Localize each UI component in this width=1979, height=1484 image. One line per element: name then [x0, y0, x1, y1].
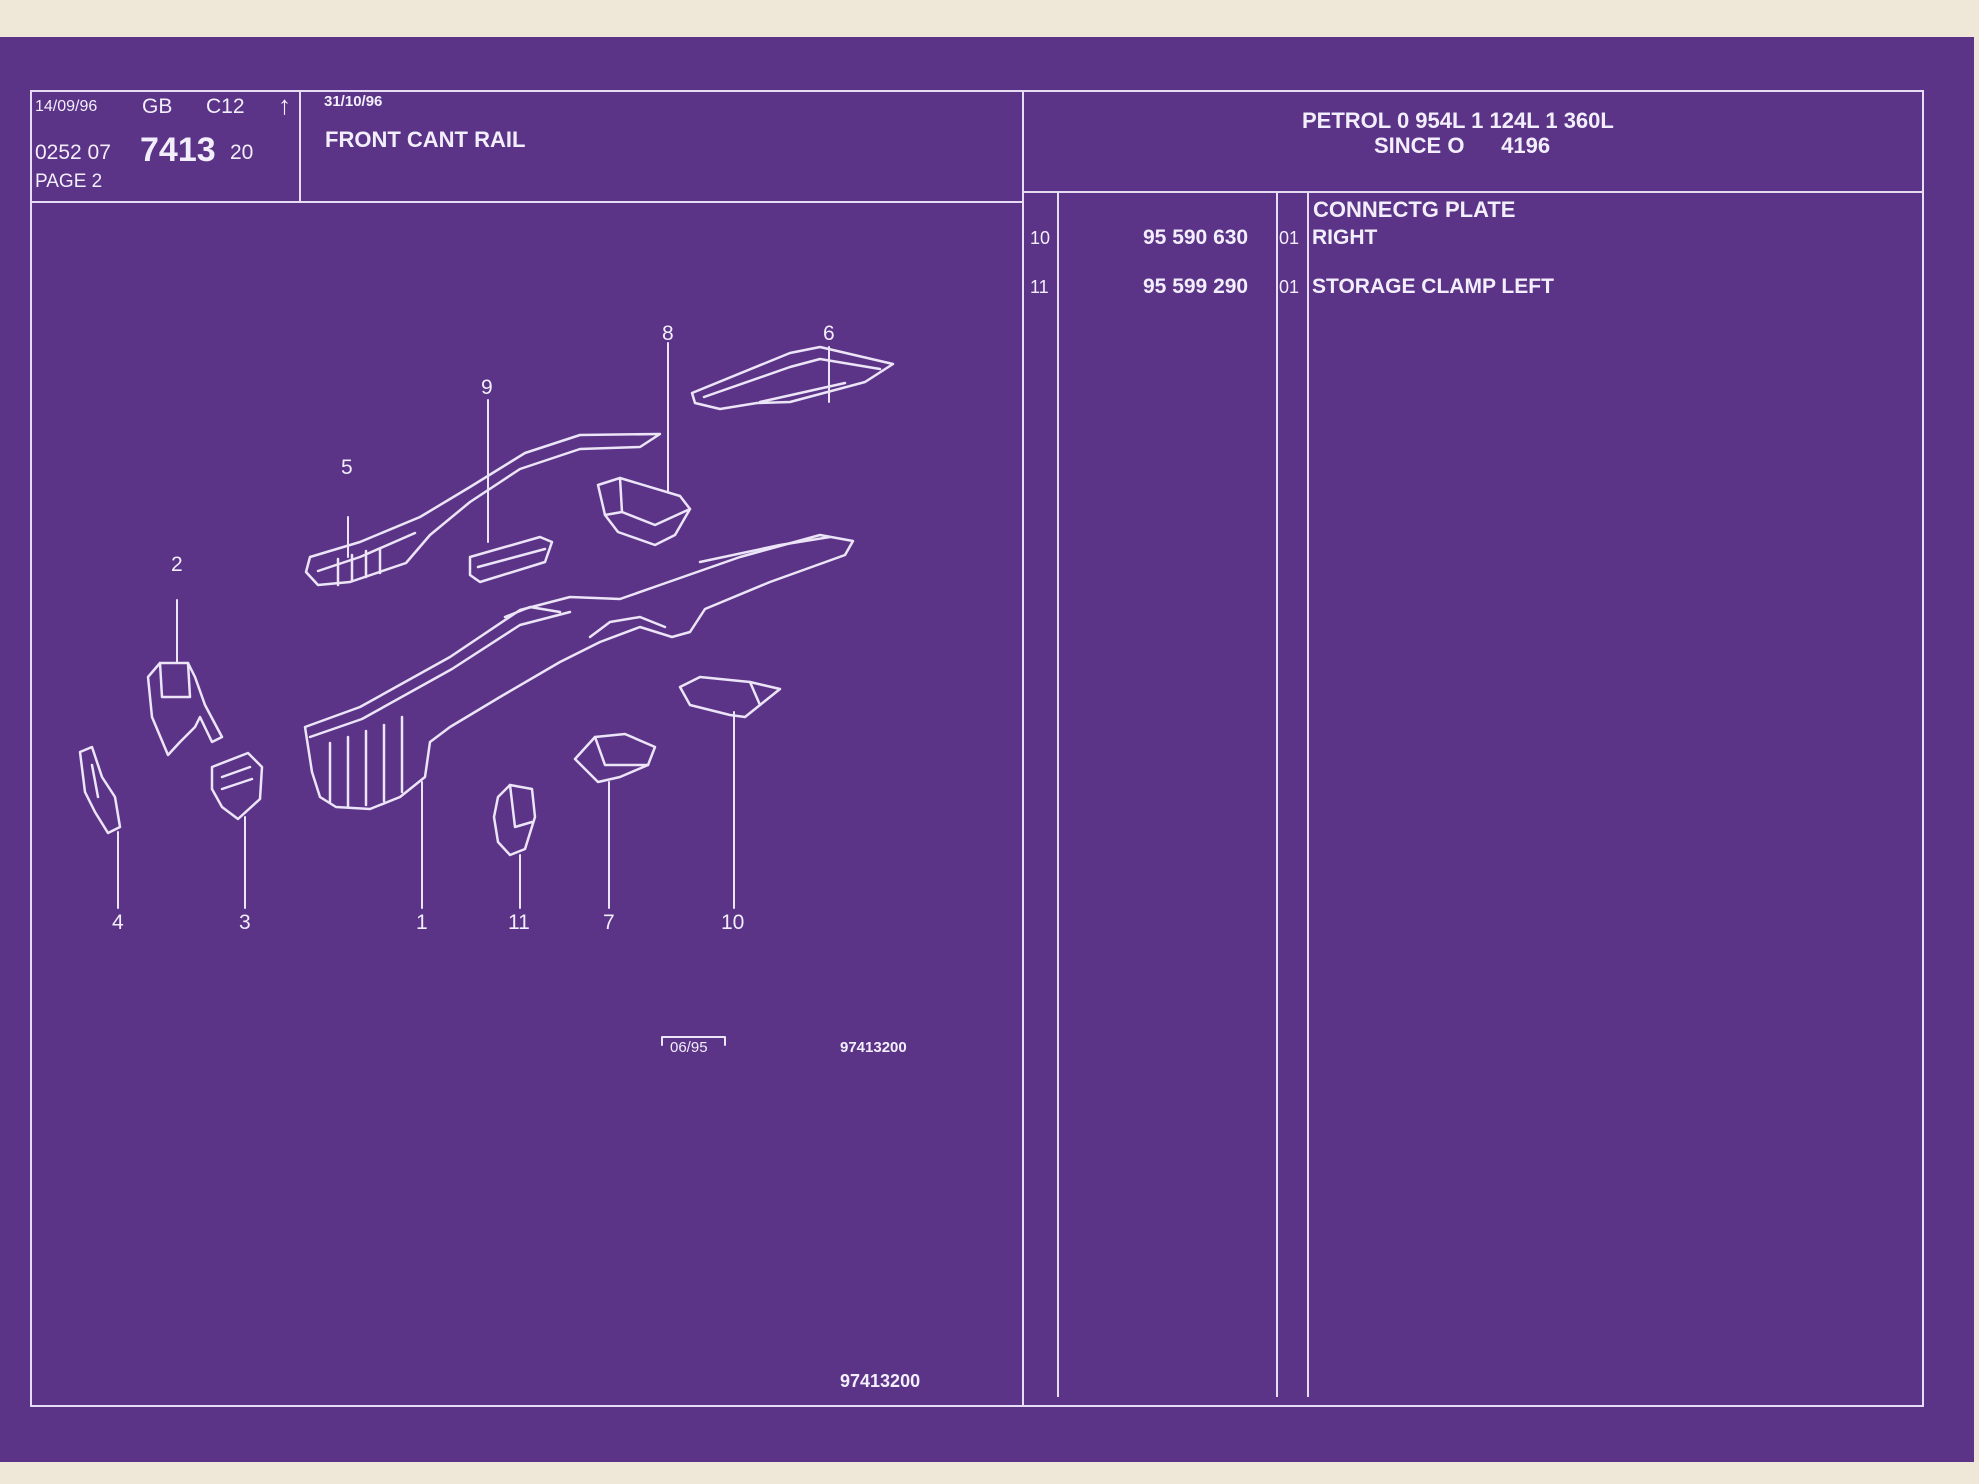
callout-6: 6: [823, 322, 835, 345]
engine-line-2: SINCE O 4196: [1374, 133, 1551, 158]
header-revision-date: 31/10/96: [324, 93, 383, 110]
callout-9: 9: [481, 376, 493, 399]
part-11-outline: [492, 783, 537, 857]
part-desc: CONNECTG PLATE: [1313, 197, 1516, 222]
footer-ref-number: 97413200: [840, 1371, 921, 1391]
exploded-diagram: [78, 342, 895, 1046]
part-6-outline: [690, 345, 895, 411]
part-pos: 11: [1030, 277, 1049, 297]
diagram-ref-number: 97413200: [840, 1039, 907, 1056]
header-arrow: ↑: [278, 90, 291, 120]
part-2-outline: [146, 661, 224, 757]
part-1-outline: [303, 533, 855, 811]
part-desc: STORAGE CLAMP LEFT: [1312, 275, 1554, 298]
date-box-bracket: [661, 1036, 726, 1046]
callout-7: 7: [603, 911, 615, 934]
header-divider-left: [30, 201, 1022, 203]
callout-8: 8: [662, 322, 674, 345]
header-model: C12: [206, 95, 245, 118]
col-divider-pos: [1057, 192, 1059, 1397]
callout-4: 4: [112, 911, 124, 934]
header-market: GB: [142, 95, 173, 118]
diagram-date-box: 06/95: [670, 1039, 708, 1056]
part-desc: RIGHT: [1312, 226, 1378, 249]
part-9-outline: [468, 535, 554, 584]
header-code-main: 7413: [140, 131, 216, 169]
header-code-prefix: 0252 07: [35, 141, 111, 164]
part-8-outline: [596, 476, 692, 547]
callout-2: 2: [171, 553, 183, 576]
part-qty: 01: [1279, 277, 1300, 297]
main-split: [1022, 90, 1024, 1407]
callout-11: 11: [508, 911, 530, 934]
col-divider-part: [1276, 192, 1278, 1397]
part-number: 95 599 290: [1143, 275, 1249, 298]
header-split: [299, 90, 301, 202]
part-5-outline: [304, 432, 662, 587]
page-title: FRONT CANT RAIL: [325, 127, 526, 152]
part-3-outline: [210, 751, 264, 821]
callout-1: 1: [416, 911, 428, 934]
part-number: 95 590 630: [1143, 226, 1249, 249]
header-page: PAGE 2: [35, 171, 103, 192]
header-date: 14/09/96: [35, 98, 98, 115]
part-10-outline: [678, 675, 782, 719]
part-qty: 01: [1279, 228, 1300, 248]
col-divider-qty: [1307, 192, 1309, 1397]
callout-3: 3: [239, 911, 251, 934]
part-4-outline: [78, 745, 122, 835]
callout-10: 10: [721, 911, 745, 934]
leader-lines: [117, 342, 830, 909]
callout-5: 5: [341, 456, 353, 479]
sheet-frame: [30, 90, 1924, 1407]
parts-sheet: 14/09/96 GB C12 ↑ 0252 07 7413 20 PAGE 2…: [0, 37, 1974, 1462]
header-code-suffix: 20: [230, 141, 254, 164]
part-7-outline: [573, 732, 657, 784]
part-pos: 10: [1030, 228, 1051, 248]
header-divider-right: [1022, 191, 1924, 193]
engine-line-1: PETROL 0 954L 1 124L 1 360L: [1302, 108, 1614, 133]
